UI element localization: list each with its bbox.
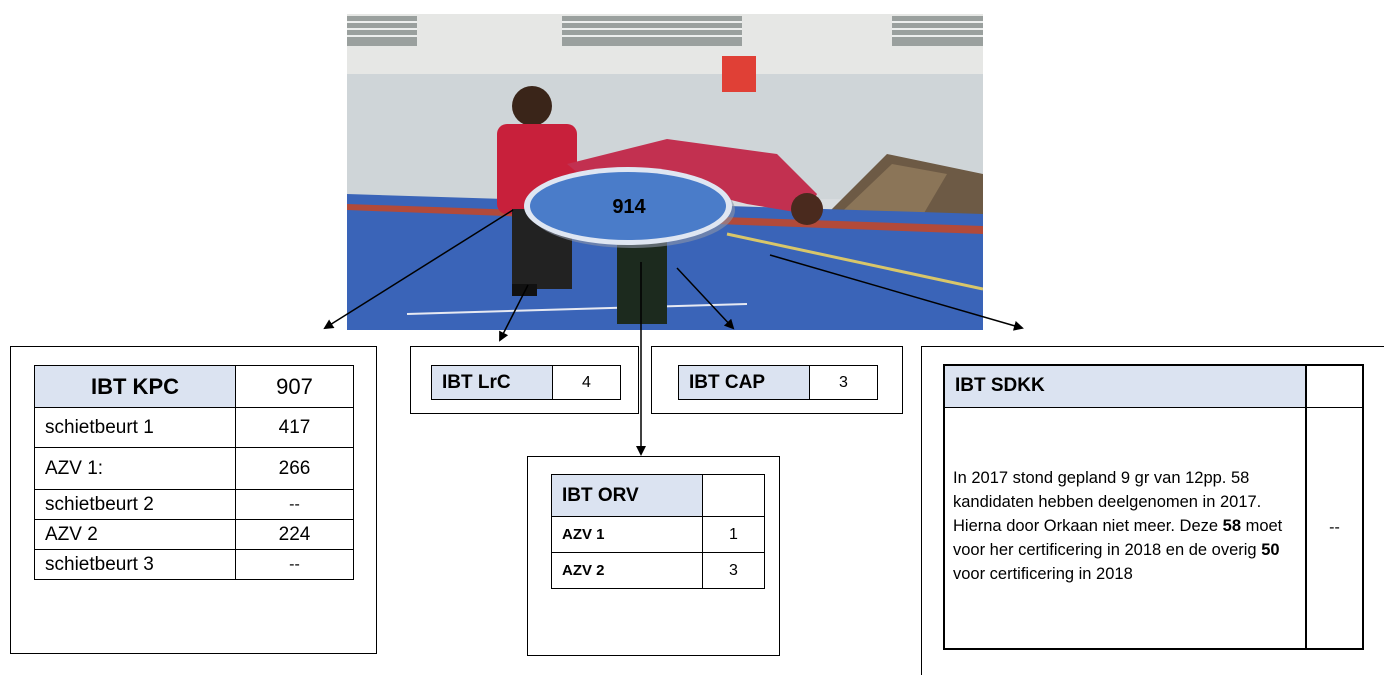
orv-row-value: 1 bbox=[702, 516, 765, 553]
kpc-row-value: 266 bbox=[235, 447, 354, 490]
orv-title: IBT ORV bbox=[551, 474, 703, 517]
sdkk-value: -- bbox=[1305, 406, 1364, 650]
sdkk-text-part: voor certificering in 2018 bbox=[953, 564, 1133, 583]
kpc-row-label: schietbeurt 1 bbox=[34, 407, 236, 448]
cap-box: IBT CAP 3 bbox=[651, 346, 903, 414]
cap-title: IBT CAP bbox=[678, 365, 810, 400]
sdkk-text-part: moet voor her certificering in 2018 en d… bbox=[953, 516, 1283, 559]
kpc-table: IBT KPC 907 schietbeurt 1 417 AZV 1: 266… bbox=[34, 365, 354, 580]
kpc-row-label: AZV 1: bbox=[34, 447, 236, 490]
sports-hall-photo bbox=[347, 14, 983, 330]
center-total-label: 914 bbox=[612, 195, 646, 218]
kpc-total: 907 bbox=[235, 365, 354, 408]
kpc-row-value: 224 bbox=[235, 519, 354, 550]
sdkk-text-part: 58 bbox=[1222, 516, 1241, 535]
kpc-box: IBT KPC 907 schietbeurt 1 417 AZV 1: 266… bbox=[10, 346, 377, 654]
red-wall-sign bbox=[722, 56, 756, 92]
sdkk-box-left-border bbox=[921, 346, 922, 675]
kpc-row-value: -- bbox=[235, 549, 354, 580]
orv-row-value: 3 bbox=[702, 552, 765, 589]
orv-total bbox=[702, 474, 765, 517]
orv-row-label: AZV 1 bbox=[551, 516, 703, 553]
cap-table: IBT CAP 3 bbox=[678, 365, 878, 400]
kpc-row-value: -- bbox=[235, 489, 354, 520]
lrc-box: IBT LrC 4 bbox=[410, 346, 639, 414]
sdkk-total bbox=[1305, 364, 1364, 408]
sdkk-table: IBT SDKK In 2017 stond gepland 9 gr van … bbox=[943, 364, 1364, 650]
lrc-title: IBT LrC bbox=[431, 365, 553, 400]
kpc-row-value: 417 bbox=[235, 407, 354, 448]
orv-box: IBT ORV AZV 1 1 AZV 2 3 bbox=[527, 456, 780, 656]
kpc-title: IBT KPC bbox=[34, 365, 236, 408]
center-ellipse bbox=[524, 167, 735, 248]
orv-table: IBT ORV AZV 1 1 AZV 2 3 bbox=[551, 474, 765, 589]
orv-row-label: AZV 2 bbox=[551, 552, 703, 589]
sdkk-text-part: 50 bbox=[1261, 540, 1280, 559]
lrc-value: 4 bbox=[552, 365, 621, 400]
lrc-table: IBT LrC 4 bbox=[431, 365, 621, 400]
kpc-row-label: schietbeurt 3 bbox=[34, 549, 236, 580]
cap-value: 3 bbox=[809, 365, 878, 400]
sdkk-box-top-border bbox=[921, 346, 1384, 347]
sdkk-text-part: In 2017 stond gepland 9 gr van 12pp. 58 … bbox=[953, 468, 1262, 535]
kpc-row-label: schietbeurt 2 bbox=[34, 489, 236, 520]
kpc-row-label: AZV 2 bbox=[34, 519, 236, 550]
sdkk-title: IBT SDKK bbox=[943, 364, 1307, 408]
photo-illustration bbox=[347, 14, 983, 330]
sdkk-description: In 2017 stond gepland 9 gr van 12pp. 58 … bbox=[943, 406, 1307, 650]
